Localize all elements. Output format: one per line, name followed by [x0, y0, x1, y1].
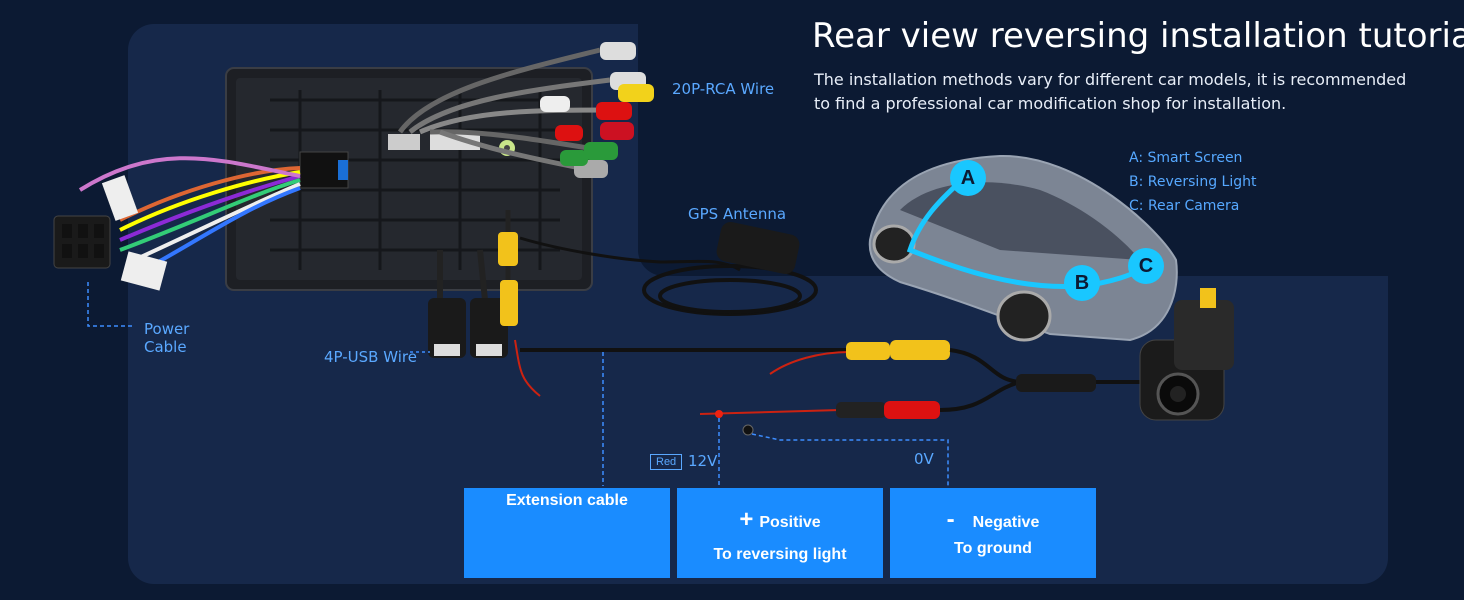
positive-subtitle: To reversing light — [677, 546, 883, 564]
power-cable-label: Power Cable — [144, 320, 189, 356]
legend-item-c: C: Rear Camera — [1129, 194, 1256, 218]
plus-icon: + — [739, 506, 753, 533]
marker-c: C — [1128, 248, 1164, 284]
page-title: Rear view reversing installation tutoria… — [812, 16, 1464, 56]
gps-antenna-label: GPS Antenna — [688, 205, 786, 223]
negative-box: - Negative To ground — [890, 488, 1096, 578]
power-cable-label-line2: Cable — [144, 338, 189, 356]
label-0v: 0V — [914, 450, 934, 468]
iso-connector-illustration — [54, 216, 110, 268]
power-cable-label-line1: Power — [144, 320, 189, 338]
positive-title: + Positive — [677, 506, 883, 534]
extension-cable-box: Extension cable — [464, 488, 670, 578]
negative-title-text: Negative — [973, 514, 1040, 531]
negative-subtitle: To ground — [890, 540, 1096, 558]
label-12v: 12V — [688, 452, 717, 470]
marker-b: B — [1064, 265, 1100, 301]
head-unit-illustration — [226, 68, 592, 290]
page-subtitle: The installation methods vary for differ… — [814, 68, 1414, 116]
red-tag: Red — [650, 454, 682, 470]
usb-wire-label: 4P-USB Wire — [324, 348, 417, 366]
legend-item-a: A: Smart Screen — [1129, 146, 1256, 170]
positive-box: + Positive To reversing light — [677, 488, 883, 578]
camera-wiring-illustration — [700, 340, 1140, 435]
rca-wire-label: 20P-RCA Wire — [672, 80, 774, 98]
power-cable-pointer — [88, 282, 134, 326]
legend-item-b: B: Reversing Light — [1129, 170, 1256, 194]
legend: A: Smart Screen B: Reversing Light C: Re… — [1129, 146, 1256, 218]
negative-title: - Negative — [890, 506, 1096, 534]
extension-cable-title: Extension cable — [464, 492, 670, 510]
marker-a: A — [950, 160, 986, 196]
minus-icon: - — [947, 506, 955, 533]
positive-title-text: Positive — [759, 514, 820, 531]
